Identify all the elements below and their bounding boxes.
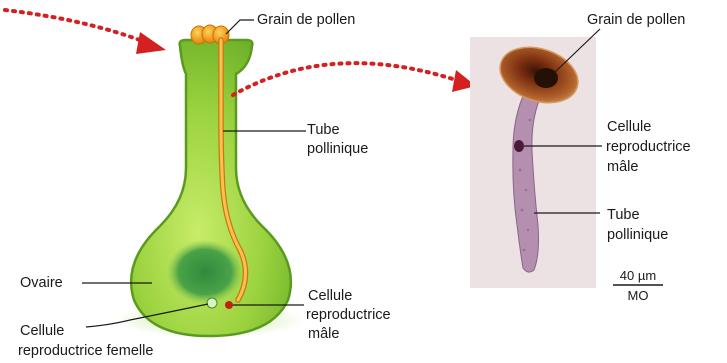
scale-bar-method: MO: [608, 288, 668, 304]
label-male-cell-right-1: Cellule: [607, 118, 651, 136]
female-cell-dot: [207, 298, 217, 308]
ovule: [167, 240, 243, 304]
label-female-cell-2: reproductrice femelle: [18, 342, 153, 360]
label-male-cell-left-3: mâle: [308, 325, 339, 343]
label-ovary: Ovaire: [20, 274, 63, 292]
label-pollen-tube-left-2: pollinique: [307, 140, 368, 158]
label-male-cell-left-1: Cellule: [308, 287, 352, 305]
pollen-arrow-left: [5, 10, 150, 44]
label-pollen-tube-right-2: pollinique: [607, 226, 668, 244]
scale-bar-value: 40 µm: [608, 268, 668, 284]
label-male-cell-left-2: reproductrice: [306, 306, 391, 324]
label-pollen-tube-left-1: Tube: [307, 121, 340, 139]
label-female-cell-1: Cellule: [20, 322, 64, 340]
pollen-arrow-right: [233, 63, 456, 95]
label-pollen-grain-left: Grain de pollen: [257, 11, 355, 29]
label-male-cell-right-3: mâle: [607, 158, 638, 176]
male-cell-photo: [514, 140, 524, 152]
label-pollen-tube-right-1: Tube: [607, 206, 640, 224]
pollen-arrow-left-head: [136, 32, 166, 54]
male-cell-dot: [225, 301, 233, 309]
pistil-diagram: [5, 10, 476, 338]
label-male-cell-right-2: reproductrice: [606, 138, 691, 156]
label-pollen-grain-right: Grain de pollen: [587, 11, 685, 29]
